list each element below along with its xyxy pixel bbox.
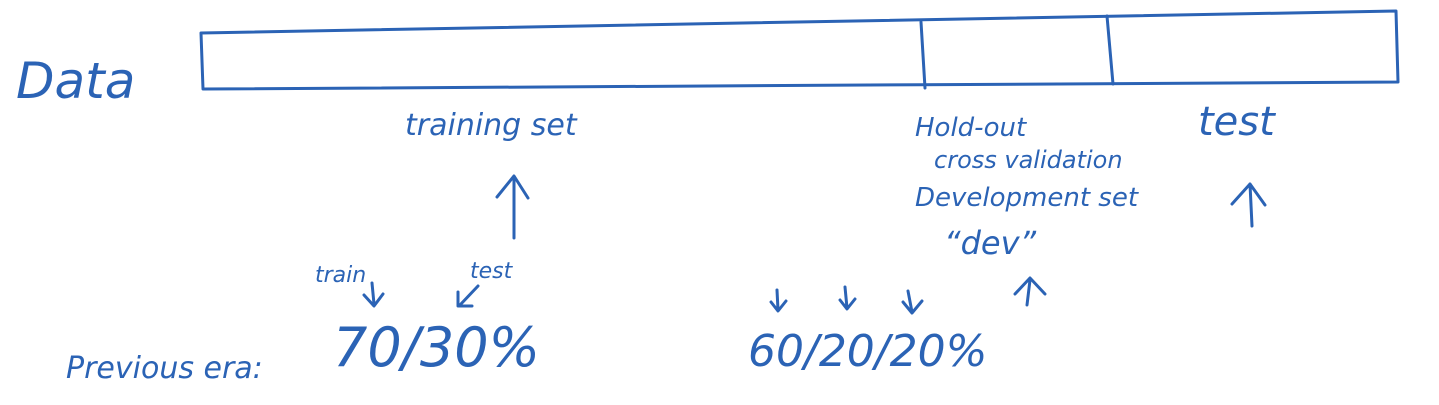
up-arrow-icon: [495, 174, 530, 240]
holdout-line-1: Hold-out: [915, 113, 1027, 143]
data-label: Data: [16, 52, 135, 110]
test-annotation: test: [470, 259, 514, 284]
down-arrow-icon: [362, 281, 385, 308]
down-arrow-icon: [769, 288, 788, 313]
dev-test-divider: [1105, 14, 1115, 86]
training-dev-divider: [919, 20, 927, 90]
up-arrow-icon: [1013, 276, 1047, 307]
down-arrow-icon: [838, 285, 857, 311]
down-arrow-icon: [456, 284, 480, 308]
training-set-label: training set: [405, 108, 578, 143]
up-arrow-icon: [1230, 182, 1267, 228]
ratio-three-way: 60/20/20%: [748, 326, 987, 377]
test-segment-label: test: [1198, 99, 1276, 145]
train-annotation: train: [315, 263, 366, 288]
ratio-two-way: 70/30%: [333, 316, 540, 379]
previous-era-label: Previous era:: [66, 351, 263, 386]
holdout-line-2: cross validation: [934, 146, 1123, 174]
data-bar-outline: [199, 9, 1400, 91]
down-arrow-icon: [901, 289, 924, 315]
development-set-label: Development set: [915, 183, 1139, 213]
dev-short-label: “dev”: [944, 224, 1037, 262]
data-bar: [199, 9, 1400, 91]
